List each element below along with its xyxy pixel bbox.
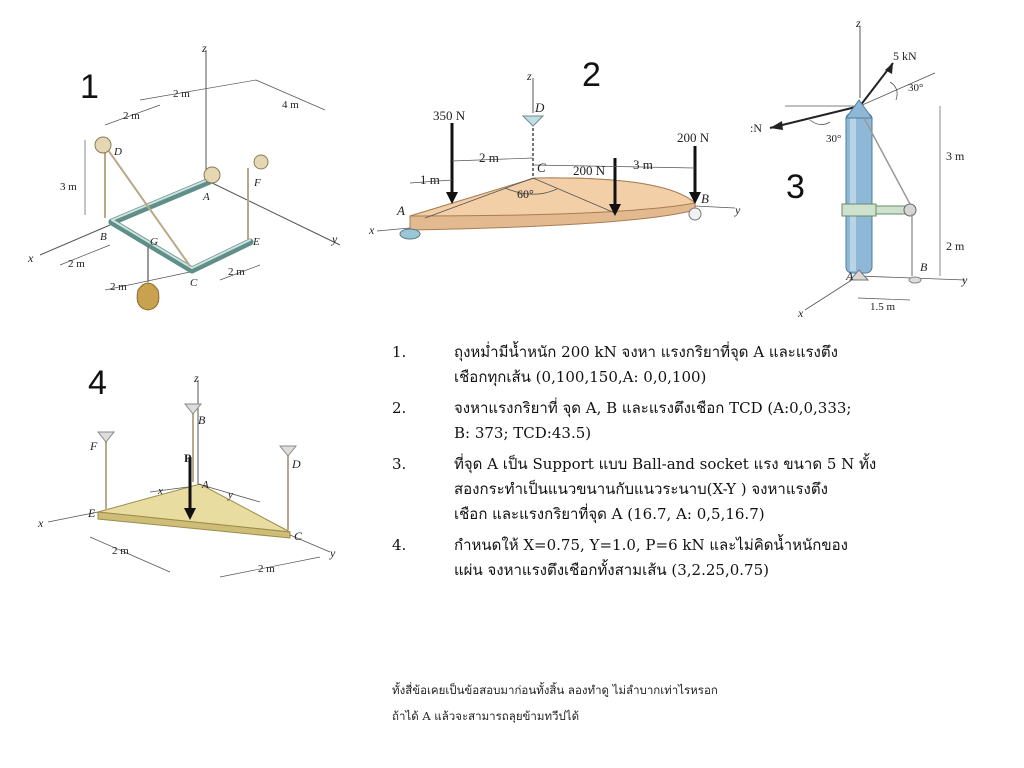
figure-4-diagram: z B F D P x y A E C x y 2 m 2 m (30, 371, 350, 592)
figure-4-number: 4 (88, 364, 107, 402)
fig2-label-y: y (734, 203, 741, 217)
fig3-point-a: A (845, 269, 854, 283)
fig4-point-e: E (87, 506, 96, 520)
fig1-dim-2m-top: 2 m (173, 88, 190, 100)
fig4-label-x: x (37, 516, 44, 530)
fig1-point-f: F (253, 177, 261, 189)
problem-line: กำหนดให้ X=0.75, Y=1.0, P=6 kN และไม่คิด… (454, 536, 848, 554)
fig1-dim-2m-right: 2 m (228, 266, 245, 278)
problem-item-4: 4. กำหนดให้ X=0.75, Y=1.0, P=6 kN และไม่… (392, 533, 932, 583)
fig1-dim-4m: 4 m (282, 99, 299, 111)
fig4-dim-x: x (157, 485, 163, 497)
fig1-label-x: x (27, 251, 34, 265)
fig2-point-b: B (701, 191, 709, 206)
fig2-dim-3m: 3 m (633, 157, 653, 172)
fig2-dim-2m: 2 m (479, 150, 499, 165)
fig2-angle-60: 60° (517, 187, 534, 201)
fig4-point-f: F (89, 439, 98, 453)
fig1-dim-2m-bottom: 2 m (110, 281, 127, 293)
fig1-dim-3m: 3 m (60, 181, 77, 193)
fig3-force-5kn: 5 kN (893, 49, 917, 63)
fig3-label-z: z (855, 16, 861, 30)
fig3-dim-3m: 3 m (946, 149, 965, 163)
fig4-dim-2m-right: 2 m (258, 563, 275, 575)
fig1-point-a: A (202, 191, 210, 203)
fig3-label-x: x (797, 306, 804, 320)
problem-line: เชือกทุกเส้น (0,100,150,A: 0,0,100) (454, 368, 707, 386)
problem-line: เชือก และแรงกริยาที่จุด A (16.7, A: 0,5,… (454, 505, 765, 523)
fig1-label-z: z (201, 41, 207, 55)
fig4-point-a: A (201, 479, 209, 491)
problem-line: ถุงหม่ำมีน้ำหนัก 200 kN จงหา แรงกริยาที่… (454, 343, 838, 361)
fig4-dim-y: y (227, 489, 233, 501)
fig1-dim-2m-left: 2 m (123, 110, 140, 122)
fig1-label-y: y (331, 232, 338, 246)
fig1-point-c: C (190, 277, 198, 289)
problem-item-3: 3. ที่จุด A เป็น Support แบบ Ball-and so… (392, 452, 932, 527)
fig3-dim-2m: 2 m (946, 239, 965, 253)
fig2-force-200-mid: 200 N (573, 163, 606, 178)
problem-line: จงหาแรงกริยาที่ จุด A, B และแรงตึงเชือก … (454, 399, 852, 417)
problem-number: 1. (392, 343, 407, 361)
fig3-label-y: y (961, 273, 968, 287)
fig4-point-b: B (198, 413, 206, 427)
fig1-point-d: D (113, 146, 122, 158)
problem-line: สองกระทำเป็นแนวขนานกับแนวระนาบ(X-Y ) จงห… (454, 480, 828, 498)
problem-number: 4. (392, 536, 407, 554)
fig3-angle-30-mid: 30° (826, 133, 841, 145)
fig2-point-d: D (534, 100, 545, 115)
fig1-point-b: B (100, 231, 107, 243)
footer-note-1: ทั้งสี่ข้อเคยเป็นข้อสอบมาก่อนทั้งสิ้น ลอ… (392, 683, 718, 697)
fig2-point-c: C (537, 160, 546, 175)
figure-2-number: 2 (582, 56, 601, 94)
fig4-label-z: z (193, 371, 199, 385)
problem-line: แผ่น จงหาแรงตึงเชือกทั้งสามเส้น (3,2.25,… (454, 561, 769, 579)
problem-list: 1. ถุงหม่ำมีน้ำหนัก 200 kN จงหา แรงกริยา… (392, 340, 932, 589)
fig3-force-n: :N (750, 121, 762, 135)
problem-number: 3. (392, 455, 407, 473)
figure-3-diagram: z 5 kN 30° :N 30° 3 m 2 m B A y x 1.5 m (750, 16, 995, 323)
fig4-point-c: C (294, 529, 303, 543)
figure-1-number: 1 (80, 68, 99, 106)
fig2-label-x: x (368, 223, 375, 237)
fig1-point-e: E (252, 236, 260, 248)
footer-note-2: ถ้าได้ A แล้วจะสามารถลุยข้ามทวีปได้ (392, 709, 580, 723)
fig2-label-z: z (526, 69, 532, 83)
fig1-point-g: G (150, 236, 158, 248)
problem-item-2: 2. จงหาแรงกริยาที่ จุด A, B และแรงตึงเชื… (392, 396, 932, 446)
problem-line: B: 373; TCD:43.5) (454, 424, 592, 442)
problem-number: 2. (392, 399, 407, 417)
fig3-point-b: B (920, 260, 928, 274)
fig4-point-d: D (291, 457, 301, 471)
fig4-force-p: P (184, 451, 191, 465)
problem-item-1: 1. ถุงหม่ำมีน้ำหนัก 200 kN จงหา แรงกริยา… (392, 340, 932, 390)
fig4-dim-2m-left: 2 m (112, 545, 129, 557)
fig3-dim-1-5m: 1.5 m (870, 301, 896, 313)
fig2-force-200-right: 200 N (677, 130, 710, 145)
fig4-label-y: y (329, 546, 336, 560)
fig2-point-a: A (396, 203, 405, 218)
fig2-force-350: 350 N (433, 108, 466, 123)
fig1-dim-2m-bottom-left: 2 m (68, 258, 85, 270)
fig3-angle-30-top: 30° (908, 82, 923, 94)
figure-1-diagram: z x y 2 m 2 m 4 m 3 m 2 m 2 m 2 m D A F … (20, 40, 350, 320)
figure-2-diagram: z D 350 N 200 N 200 N 2 m 3 m 1 m C 60° … (365, 68, 750, 248)
figure-3-number: 3 (786, 168, 805, 206)
problem-line: ที่จุด A เป็น Support แบบ Ball-and socke… (454, 455, 877, 473)
fig2-dim-1m: 1 m (420, 172, 440, 187)
